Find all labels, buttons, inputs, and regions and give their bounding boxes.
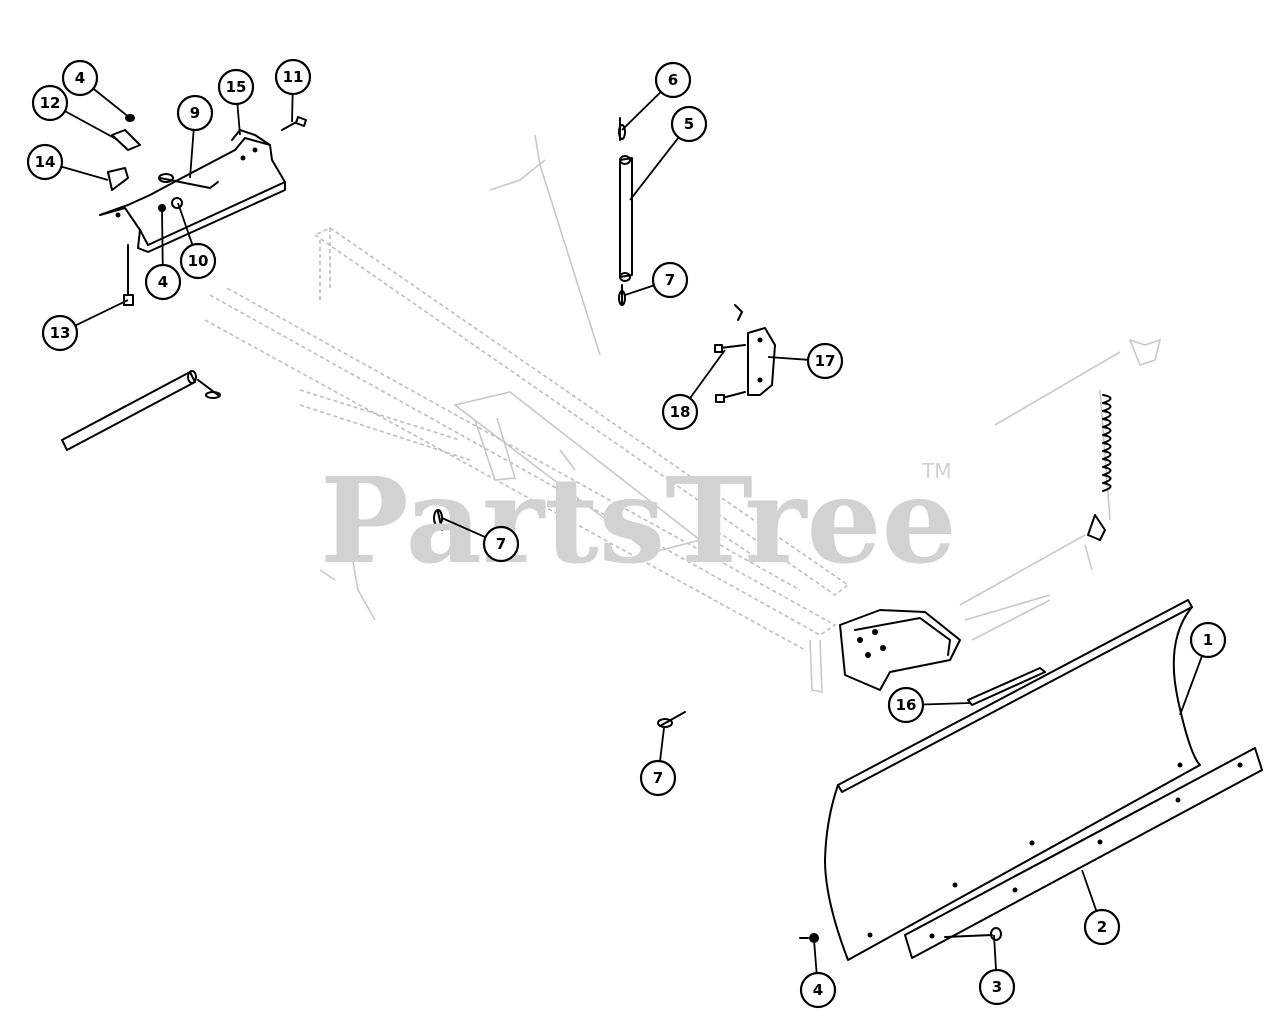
callout-ring — [176, 94, 214, 132]
callout-leader — [236, 103, 241, 136]
callout-number: 1 — [1203, 631, 1213, 649]
callout-number: 11 — [283, 68, 304, 86]
callout-9[interactable]: 9 — [176, 94, 214, 179]
callout-number: 7 — [653, 769, 663, 787]
callout-6[interactable]: 6 — [621, 61, 692, 131]
callout-ring — [274, 58, 312, 96]
callout-7[interactable]: 7 — [639, 727, 677, 797]
callout-number: 17 — [815, 352, 836, 370]
callout-7[interactable]: 7 — [624, 261, 689, 299]
callout-ring — [978, 968, 1016, 1006]
callout-ring — [651, 261, 689, 299]
watermark: PartsTree TM — [320, 451, 957, 590]
callout-leader — [993, 934, 997, 971]
callout-ring — [1189, 621, 1227, 659]
callout-ring — [217, 68, 255, 106]
callout-layer: 4 12 9 15 11 14 10 4 13 6 5 7 17 18 7 1 16 7 2 3 4 — [26, 58, 1227, 1009]
callout-ring — [654, 61, 692, 99]
callout-7[interactable]: 7 — [441, 517, 520, 563]
snow-blade — [799, 599, 1263, 961]
callout-ring — [61, 59, 99, 97]
callout-number: 5 — [684, 115, 694, 133]
callout-ring — [661, 393, 699, 431]
callout-ring — [41, 314, 79, 352]
callout-10[interactable]: 10 — [177, 202, 217, 280]
callout-ring — [1083, 908, 1121, 946]
callout-leader — [189, 129, 195, 179]
callout-ring — [144, 263, 182, 301]
callout-16[interactable]: 16 — [887, 686, 971, 724]
callout-number: 6 — [668, 71, 678, 89]
callout-number: 16 — [896, 696, 917, 714]
callout-2[interactable]: 2 — [1081, 869, 1121, 946]
callout-number: 4 — [813, 981, 823, 999]
pivot-frame — [839, 609, 1046, 706]
callout-ring — [179, 242, 217, 280]
callout-leader — [441, 517, 486, 538]
callout-leader — [767, 356, 809, 361]
callout-leader — [922, 702, 971, 706]
callout-1[interactable]: 1 — [1179, 621, 1227, 716]
callout-leader — [64, 110, 119, 141]
callout-14[interactable]: 14 — [26, 143, 109, 181]
callout-leader — [621, 91, 662, 131]
callout-number: 13 — [50, 324, 71, 342]
callout-11[interactable]: 11 — [274, 58, 312, 123]
callout-ring — [482, 525, 520, 563]
rod — [61, 370, 221, 451]
watermark-tm: TM — [921, 459, 951, 483]
pivot-bracket — [714, 304, 776, 403]
callout-leader — [629, 136, 680, 201]
callout-leader — [659, 727, 665, 762]
callout-15[interactable]: 15 — [217, 68, 255, 136]
callout-4[interactable]: 4 — [799, 939, 837, 1009]
callout-leader — [74, 299, 129, 327]
callout-13[interactable]: 13 — [41, 299, 129, 352]
callout-leader — [689, 349, 726, 399]
callout-leader — [624, 284, 655, 296]
callout-leader — [161, 209, 164, 266]
callout-ring — [799, 971, 837, 1009]
callout-leader — [92, 87, 131, 119]
callout-number: 18 — [670, 403, 691, 421]
callout-ring — [670, 105, 708, 143]
callout-number: 15 — [226, 78, 247, 96]
callout-4[interactable]: 4 — [61, 59, 131, 119]
callout-number: 14 — [35, 153, 56, 171]
callout-4[interactable]: 4 — [144, 209, 182, 301]
callout-number: 3 — [992, 978, 1002, 996]
callout-number: 4 — [75, 69, 85, 87]
callout-ring — [806, 342, 844, 380]
callout-ring — [639, 759, 677, 797]
callout-number: 4 — [158, 273, 168, 291]
callout-leader — [61, 165, 109, 181]
callout-leader — [177, 202, 194, 246]
callout-17[interactable]: 17 — [767, 342, 844, 380]
callout-ring — [26, 143, 64, 181]
callout-ring — [887, 686, 925, 724]
callout-number: 7 — [665, 271, 675, 289]
callout-5[interactable]: 5 — [629, 105, 708, 201]
callout-18[interactable]: 18 — [661, 349, 726, 431]
lift-link-assembly — [618, 117, 633, 306]
watermark-text: PartsTree — [320, 451, 957, 590]
frame-assembly-ghost — [204, 134, 1162, 693]
callout-ring — [31, 84, 69, 122]
callout-12[interactable]: 12 — [31, 84, 119, 141]
callout-number: 10 — [188, 252, 209, 270]
callout-leader — [1179, 655, 1203, 716]
callout-number: 2 — [1097, 918, 1107, 936]
callout-number: 7 — [496, 535, 506, 553]
callout-leader — [1081, 869, 1098, 912]
callout-number: 12 — [40, 94, 61, 112]
callout-number: 9 — [190, 104, 200, 122]
callout-3[interactable]: 3 — [978, 934, 1016, 1006]
callout-leader — [813, 939, 818, 974]
callout-leader — [291, 93, 294, 123]
